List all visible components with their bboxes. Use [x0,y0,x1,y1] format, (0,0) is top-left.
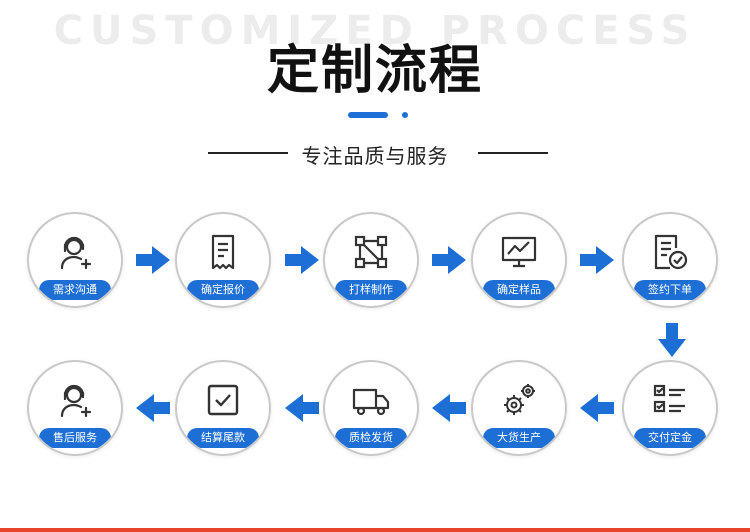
step-mass-production: 大货生产 [471,360,567,456]
step-sample-making: 打样制作 [323,212,419,308]
step-confirm-sample: 确定样品 [471,212,567,308]
step-confirm-quote: 确定报价 [175,212,271,308]
subtitle: 专注品质与服务 [301,144,449,168]
bottom-accent-bar [0,528,750,532]
step-after-sales: 售后服务 [27,360,123,456]
step-deposit: 交付定金 [622,360,718,456]
step-sign-order: 签约下单 [622,212,718,308]
page-title: 定制流程 [266,41,483,101]
arrow-right-icon [285,246,319,274]
title-underline-dot [402,112,408,118]
checklist-icon [653,384,685,413]
arrow-left-icon [285,394,319,422]
title-underline [348,112,388,118]
gears-icon [504,384,535,415]
nodes-icon [354,235,388,269]
check-square-icon [207,384,239,416]
contract-check-icon [654,234,688,270]
step-inspection-shipping: 质检发货 [323,360,419,456]
arrow-left-icon [432,394,466,422]
truck-icon [352,388,390,416]
step-label: 打样制作 [335,280,407,300]
arrow-right-icon [580,246,614,274]
arrow-left-icon [580,394,614,422]
step-label: 需求沟通 [39,280,111,300]
headset-person-icon [60,236,92,270]
headset-person-icon [60,384,92,418]
step-label: 交付定金 [634,428,706,448]
step-label: 售后服务 [39,428,111,448]
step-final-payment: 结算尾款 [175,360,271,456]
step-label: 确定样品 [483,280,555,300]
subtitle-line-right [478,152,548,154]
arrow-down-icon [658,323,686,357]
background-title: CUSTOMIZED PROCESS [53,8,697,54]
step-demand-communication: 需求沟通 [27,212,123,308]
arrow-right-icon [136,246,170,274]
step-label: 结算尾款 [187,428,259,448]
monitor-chart-icon [501,236,537,268]
receipt-icon [211,234,235,270]
arrow-left-icon [136,394,170,422]
step-label: 质检发货 [335,428,407,448]
step-label: 大货生产 [483,428,555,448]
step-label: 签约下单 [634,280,706,300]
arrow-right-icon [432,246,466,274]
subtitle-line-left [208,152,288,154]
step-label: 确定报价 [187,280,259,300]
